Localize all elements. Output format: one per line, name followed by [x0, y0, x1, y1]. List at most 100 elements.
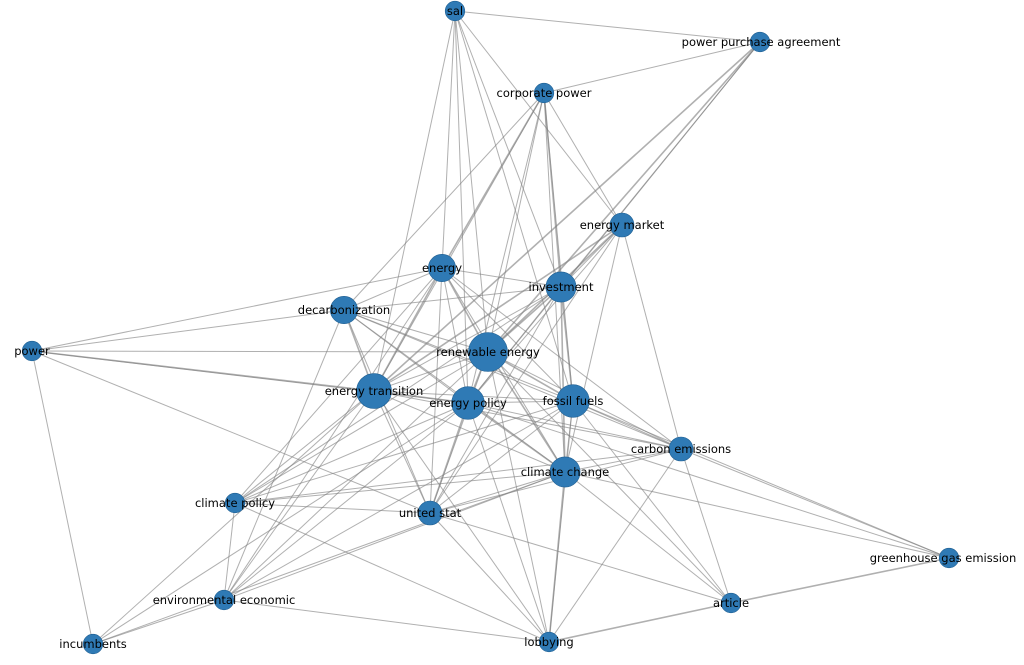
edge-decarbonization-environmental_economic	[223, 309, 345, 601]
edge-energy-united_stat	[429, 267, 443, 514]
edge-energy-energy_policy	[441, 267, 469, 404]
node-renewable-energy[interactable]	[468, 332, 508, 372]
edge-energy-environmental_economic	[223, 267, 443, 601]
node-decarbonization[interactable]	[330, 296, 358, 324]
node-corporate-power[interactable]	[533, 82, 555, 104]
labels-layer: sal power purchase agreement corporate pow…	[14, 4, 1016, 651]
node-energy-policy[interactable]	[451, 386, 485, 420]
edge-united_stat-lobbying	[429, 512, 550, 643]
edge-investment-decarbonization	[343, 286, 562, 311]
edge-energy-climate_policy	[234, 267, 443, 504]
edge-energy_transition-lobbying	[373, 390, 550, 643]
edge-sal-investment	[454, 10, 562, 288]
edge-energy-power	[31, 267, 443, 352]
edge-energy_policy-united_stat	[429, 402, 469, 514]
edge-renewable_energy-climate_change	[487, 351, 566, 473]
node-energy-transition[interactable]	[356, 373, 392, 409]
edges-layer	[31, 10, 950, 645]
edge-renewable_energy-climate_policy	[234, 351, 489, 504]
edge-climate_policy-united_stat	[234, 502, 431, 514]
edge-environmental_economic-lobbying	[223, 599, 550, 643]
node-power[interactable]	[21, 340, 43, 362]
node-energy-market[interactable]	[609, 212, 635, 238]
edge-decarbonization-renewable_energy	[343, 309, 489, 353]
edge-article-lobbying	[548, 602, 732, 643]
edge-sal-fossil_fuels	[454, 10, 574, 402]
edge-climate_policy-lobbying	[234, 502, 550, 643]
edge-carbon_emissions-greenhouse_gas_emission	[680, 448, 950, 559]
edge-fossil_fuels-greenhouse_gas_emission	[572, 400, 950, 559]
node-fossil-fuels[interactable]	[556, 384, 590, 418]
node-label-energy-transition: energy transition	[325, 384, 424, 398]
node-label-article: article	[713, 596, 749, 610]
node-united-stat[interactable]	[417, 500, 443, 526]
node-sal[interactable]	[444, 0, 466, 22]
node-label-environmental-economic: environmental economic	[153, 593, 296, 607]
edge-energy_transition-united_stat	[373, 390, 431, 514]
edge-climate_change-article	[564, 471, 732, 604]
node-label-united-stat: united stat	[399, 506, 462, 520]
edge-power-united_stat	[31, 350, 431, 514]
edge-decarbonization-fossil_fuels	[343, 309, 574, 402]
edge-ppa-renewable_energy	[487, 41, 761, 353]
edge-corporate_power-energy_market	[543, 92, 623, 226]
edge-energy_policy-carbon_emissions	[467, 402, 682, 450]
node-label-energy-policy: energy policy	[429, 396, 507, 410]
edge-energy-decarbonization	[343, 267, 443, 311]
edge-energy_market-climate_change	[564, 224, 623, 473]
edge-article-greenhouse_gas_emission	[730, 557, 950, 604]
node-environmental-economic[interactable]	[213, 589, 235, 611]
edge-energy_policy-lobbying	[467, 402, 550, 643]
node-label-ppa: power purchase agreement	[682, 35, 841, 49]
node-lobbying[interactable]	[538, 631, 560, 653]
edge-fossil_fuels-environmental_economic	[223, 400, 574, 601]
node-label-sal: sal	[447, 4, 463, 18]
node-label-renewable-energy: renewable energy	[436, 345, 540, 359]
edge-energy-climate_change	[441, 267, 566, 473]
edge-corporate_power-decarbonization	[343, 92, 545, 311]
node-article[interactable]	[720, 592, 742, 614]
edge-energy_transition-climate_policy	[234, 390, 375, 504]
edge-energy_market-united_stat	[429, 224, 623, 514]
node-greenhouse-gas-emission[interactable]	[938, 547, 960, 569]
edge-carbon_emissions-climate_change	[564, 448, 682, 473]
edge-fossil_fuels-article	[572, 400, 732, 604]
edge-carbon_emissions-climate_policy	[234, 448, 682, 504]
edge-sal-energy_transition	[373, 10, 456, 392]
edge-energy_policy-greenhouse_gas_emission	[467, 402, 950, 559]
node-label-corporate-power: corporate power	[497, 86, 592, 100]
edge-carbon_emissions-lobbying	[548, 448, 682, 643]
edge-energy_policy-environmental_economic	[223, 402, 469, 601]
node-label-investment: investment	[529, 280, 594, 294]
edge-power-renewable_energy	[31, 350, 489, 353]
edge-power-incumbents	[31, 350, 94, 645]
edge-investment-united_stat	[429, 286, 562, 514]
edge-energy-carbon_emissions	[441, 267, 682, 450]
node-climate-policy[interactable]	[224, 492, 246, 514]
edge-climate_change-united_stat	[429, 471, 566, 514]
node-label-climate-change: climate change	[521, 465, 610, 479]
edge-climate_policy-environmental_economic	[223, 502, 236, 601]
edge-fossil_fuels-climate_policy	[234, 400, 574, 504]
node-incumbents[interactable]	[82, 633, 104, 655]
node-label-greenhouse-gas-emission: greenhouse gas emission	[870, 551, 1017, 565]
node-climate-change[interactable]	[549, 456, 581, 488]
node-energy[interactable]	[428, 254, 456, 282]
edge-decarbonization-carbon_emissions	[343, 309, 682, 450]
node-ppa[interactable]	[749, 31, 771, 53]
node-label-carbon-emissions: carbon emissions	[631, 442, 731, 456]
edge-renewable_energy-environmental_economic	[223, 351, 489, 601]
edge-climate_change-environmental_economic	[223, 471, 566, 601]
node-carbon-emissions[interactable]	[668, 436, 694, 462]
edge-environmental_economic-incumbents	[92, 599, 225, 645]
edge-renewable_energy-energy_transition	[373, 351, 489, 392]
edge-sal-energy	[441, 10, 456, 269]
edge-decarbonization-united_stat	[343, 309, 431, 514]
node-label-lobbying: lobbying	[524, 635, 573, 649]
edge-energy_market-carbon_emissions	[621, 224, 682, 450]
node-label-fossil-fuels: fossil fuels	[543, 394, 604, 408]
node-investment[interactable]	[545, 271, 577, 303]
edge-ppa-corporate_power	[543, 41, 761, 94]
edge-energy-energy_transition	[373, 267, 443, 392]
